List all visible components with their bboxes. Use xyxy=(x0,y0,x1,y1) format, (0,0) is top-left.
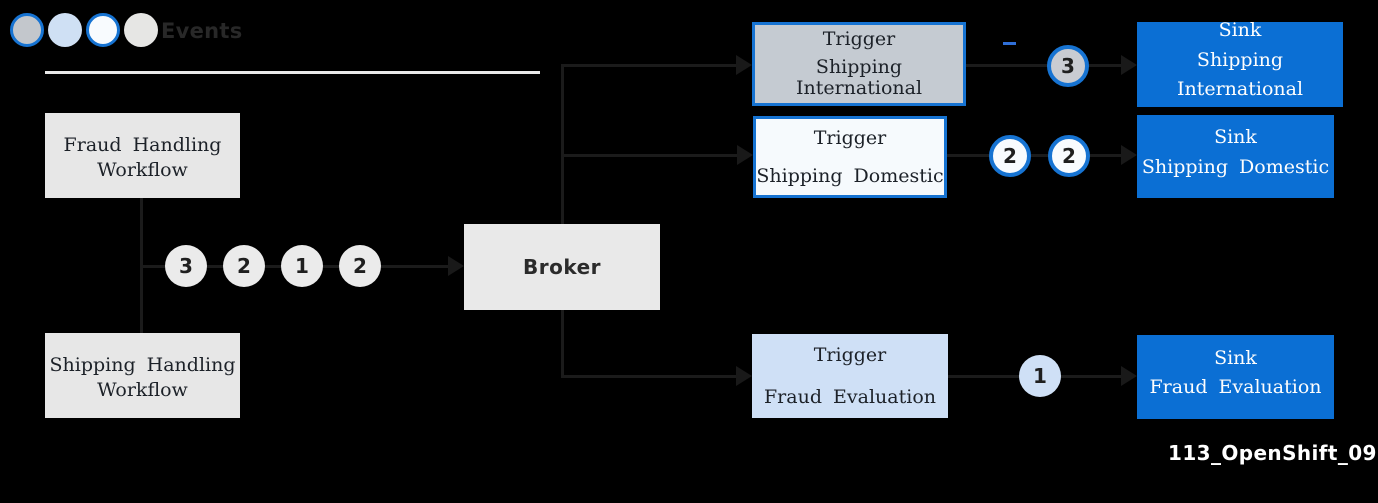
arrowhead-trigger-international-icon xyxy=(736,55,752,75)
broker-node: Broker xyxy=(464,224,660,310)
sink-label-line: Sink xyxy=(1214,346,1257,369)
workflow-shipping-handling: Shipping Handling Workflow xyxy=(45,333,240,418)
legend-title: Events xyxy=(161,19,243,43)
arrowhead-trigger-fraud-icon xyxy=(736,366,752,386)
workflow-label-line: Shipping Handling xyxy=(49,353,236,376)
legend-white-ringed-event-icon xyxy=(86,13,120,47)
connector-broker-down-trunk xyxy=(561,310,564,376)
legend-light-gray-event-icon xyxy=(124,13,158,47)
sink-fraud-evaluation: Sink Fraud Evaluation xyxy=(1137,335,1334,419)
filtered-event-badge: 2 xyxy=(1048,135,1090,177)
trigger-label-line: Trigger xyxy=(813,343,887,366)
trigger-shipping-international: Trigger Shipping International xyxy=(752,22,966,106)
sink-shipping-domestic: Sink Shipping Domestic xyxy=(1137,115,1334,198)
workflow-label-line: Workflow xyxy=(97,378,188,401)
connector-international-to-sink xyxy=(966,64,1123,67)
arrowhead-sink-international-icon xyxy=(1121,55,1137,75)
filtered-event-badge: 1 xyxy=(1019,355,1061,397)
legend-gray-ringed-event-icon xyxy=(10,13,44,47)
connector-to-trigger-international xyxy=(561,64,736,67)
arrowhead-trigger-domestic-icon xyxy=(737,145,753,165)
arrowhead-into-broker-icon xyxy=(448,256,464,276)
workflow-fraud-handling: Fraud Handling Workflow xyxy=(45,113,240,198)
trigger-fraud-evaluation: Trigger Fraud Evaluation xyxy=(752,334,948,418)
event-badge: 2 xyxy=(223,245,265,287)
trigger-label-line: Shipping Domestic xyxy=(756,164,944,187)
filtered-event-badge: 2 xyxy=(989,135,1031,177)
legend-divider xyxy=(45,71,540,74)
sink-label-line: Shipping International xyxy=(1176,48,1304,101)
sink-label-line: Sink xyxy=(1214,126,1257,149)
connector-to-trigger-domestic xyxy=(561,154,737,157)
connector-to-trigger-fraud xyxy=(561,375,736,378)
filtered-event-badge: 3 xyxy=(1047,45,1089,87)
legend-light-blue-event-icon xyxy=(48,13,82,47)
workflow-label-line: Fraud Handling xyxy=(63,133,222,156)
trigger-label-line: Trigger xyxy=(813,126,887,149)
trigger-label-line: Shipping International xyxy=(795,56,923,100)
annotation-dash xyxy=(1003,42,1016,45)
figure-caption: 113_OpenShift_0920 xyxy=(1168,441,1378,465)
sink-label-line: Shipping Domestic xyxy=(1141,155,1330,178)
event-badge: 2 xyxy=(339,245,381,287)
connector-broker-up-trunk xyxy=(561,64,564,224)
arrowhead-sink-domestic-icon xyxy=(1121,145,1137,165)
connector-domestic-to-sink xyxy=(947,154,1123,157)
workflow-label-line: Workflow xyxy=(97,158,188,181)
sink-shipping-international: Sink Shipping International xyxy=(1137,19,1343,107)
arrowhead-sink-fraud-icon xyxy=(1121,366,1137,386)
trigger-shipping-domestic: Trigger Shipping Domestic xyxy=(753,116,947,198)
event-badge: 3 xyxy=(165,245,207,287)
sink-label-line: Fraud Evaluation xyxy=(1149,376,1322,398)
event-badge: 1 xyxy=(281,245,323,287)
trigger-label-line: Fraud Evaluation xyxy=(764,385,936,408)
sink-label-line: Sink xyxy=(1218,19,1262,42)
trigger-label-line: Trigger xyxy=(822,27,896,50)
